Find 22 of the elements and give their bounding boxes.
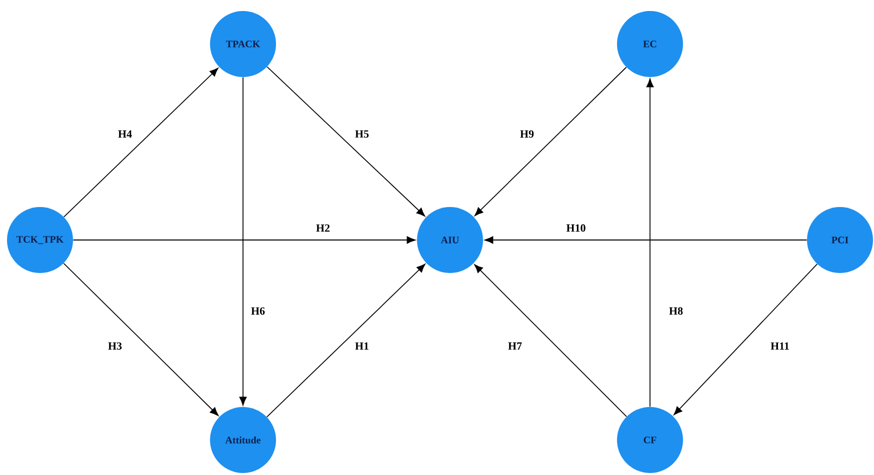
edge-label: H11 <box>769 340 791 352</box>
edge-label: H10 <box>564 222 588 234</box>
edge-label: H7 <box>506 340 524 352</box>
edge-label: H1 <box>353 340 371 352</box>
arrow <box>239 76 247 406</box>
arrow <box>674 264 818 416</box>
edge-label: H3 <box>106 340 124 352</box>
arrow <box>63 68 218 218</box>
edge-label: H5 <box>353 128 371 140</box>
arrow <box>474 66 627 216</box>
edge-label: H8 <box>667 306 685 316</box>
arrow <box>266 66 426 216</box>
arrow <box>484 236 808 244</box>
arrow <box>646 78 654 408</box>
arrow <box>63 262 219 416</box>
edge-label: H2 <box>314 222 332 234</box>
arrow <box>266 264 426 418</box>
edge-label: H9 <box>518 128 536 140</box>
edge-label: H6 <box>249 306 267 316</box>
arrow <box>72 236 416 244</box>
arrow <box>474 264 627 417</box>
edge-label: H4 <box>116 128 134 140</box>
